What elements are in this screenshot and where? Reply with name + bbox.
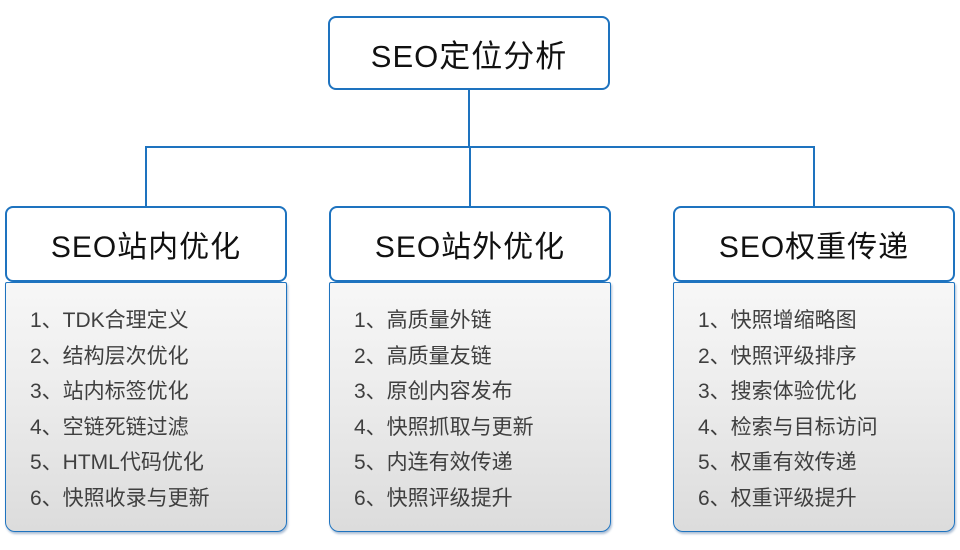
branch-item-list: 1、TDK合理定义 2、结构层次优化 3、站内标签优化 4、空链死链过滤 5、HTML代… (6, 283, 286, 516)
connector-drop-right (813, 146, 815, 207)
root-node: SEO定位分析 (328, 16, 610, 90)
connector-root-drop (468, 90, 470, 148)
branch-body: 1、快照增缩略图 2、快照评级排序 3、搜索体验优化 4、检索与目标访问 5、权重有效传… (673, 282, 955, 532)
list-item: 5、内连有效传递 (354, 451, 513, 474)
list-item: 4、快照抓取与更新 (354, 415, 534, 439)
list-item: 3、搜索体验优化 (698, 380, 857, 403)
branch-item-list: 1、快照增缩略图 2、快照评级排序 3、搜索体验优化 4、检索与目标访问 5、权重有效传… (674, 283, 954, 516)
list-item: 6、快照评级提升 (354, 486, 513, 510)
list-item: 4、空链死链过滤 (30, 415, 189, 439)
list-item: 6、快照收录与更新 (30, 486, 210, 510)
list-item: 2、快照评级排序 (698, 344, 857, 368)
list-item: 4、检索与目标访问 (698, 415, 878, 439)
branch-title: SEO权重传递 (718, 231, 910, 264)
branch-title: SEO站内优化 (50, 231, 242, 264)
list-item: 1、高质量外链 (354, 309, 492, 332)
branch-body: 1、TDK合理定义 2、结构层次优化 3、站内标签优化 4、空链死链过滤 5、HTML代… (5, 282, 287, 532)
list-item: 6、权重评级提升 (698, 486, 857, 510)
connector-horizontal-rail (145, 146, 815, 148)
branch-header: SEO权重传递 (673, 206, 955, 282)
connector-drop-middle (469, 146, 471, 207)
branch-column-onsite: SEO站内优化 1、TDK合理定义 2、结构层次优化 3、站内标签优化 4、空链死链过… (5, 206, 287, 532)
list-item: 5、权重有效传递 (698, 451, 857, 474)
list-item: 3、原创内容发布 (354, 380, 513, 403)
branch-body: 1、高质量外链 2、高质量友链 3、原创内容发布 4、快照抓取与更新 5、内连有效传递 6… (329, 282, 611, 532)
list-item: 3、站内标签优化 (30, 380, 189, 403)
branch-column-weight: SEO权重传递 1、快照增缩略图 2、快照评级排序 3、搜索体验优化 4、检索与目标访… (673, 206, 955, 532)
list-item: 2、高质量友链 (354, 344, 492, 368)
branch-title: SEO站外优化 (374, 231, 566, 264)
root-node-label: SEO定位分析 (370, 38, 568, 74)
list-item: 2、结构层次优化 (30, 344, 189, 368)
branch-header: SEO站外优化 (329, 206, 611, 282)
list-item: 1、快照增缩略图 (698, 309, 857, 332)
branch-column-offsite: SEO站外优化 1、高质量外链 2、高质量友链 3、原创内容发布 4、快照抓取与更新 5… (329, 206, 611, 532)
connector-drop-left (145, 146, 147, 207)
branch-header: SEO站内优化 (5, 206, 287, 282)
list-item: 5、HTML代码优化 (30, 451, 204, 474)
branch-item-list: 1、高质量外链 2、高质量友链 3、原创内容发布 4、快照抓取与更新 5、内连有效传递 6… (330, 283, 610, 516)
list-item: 1、TDK合理定义 (30, 309, 189, 332)
